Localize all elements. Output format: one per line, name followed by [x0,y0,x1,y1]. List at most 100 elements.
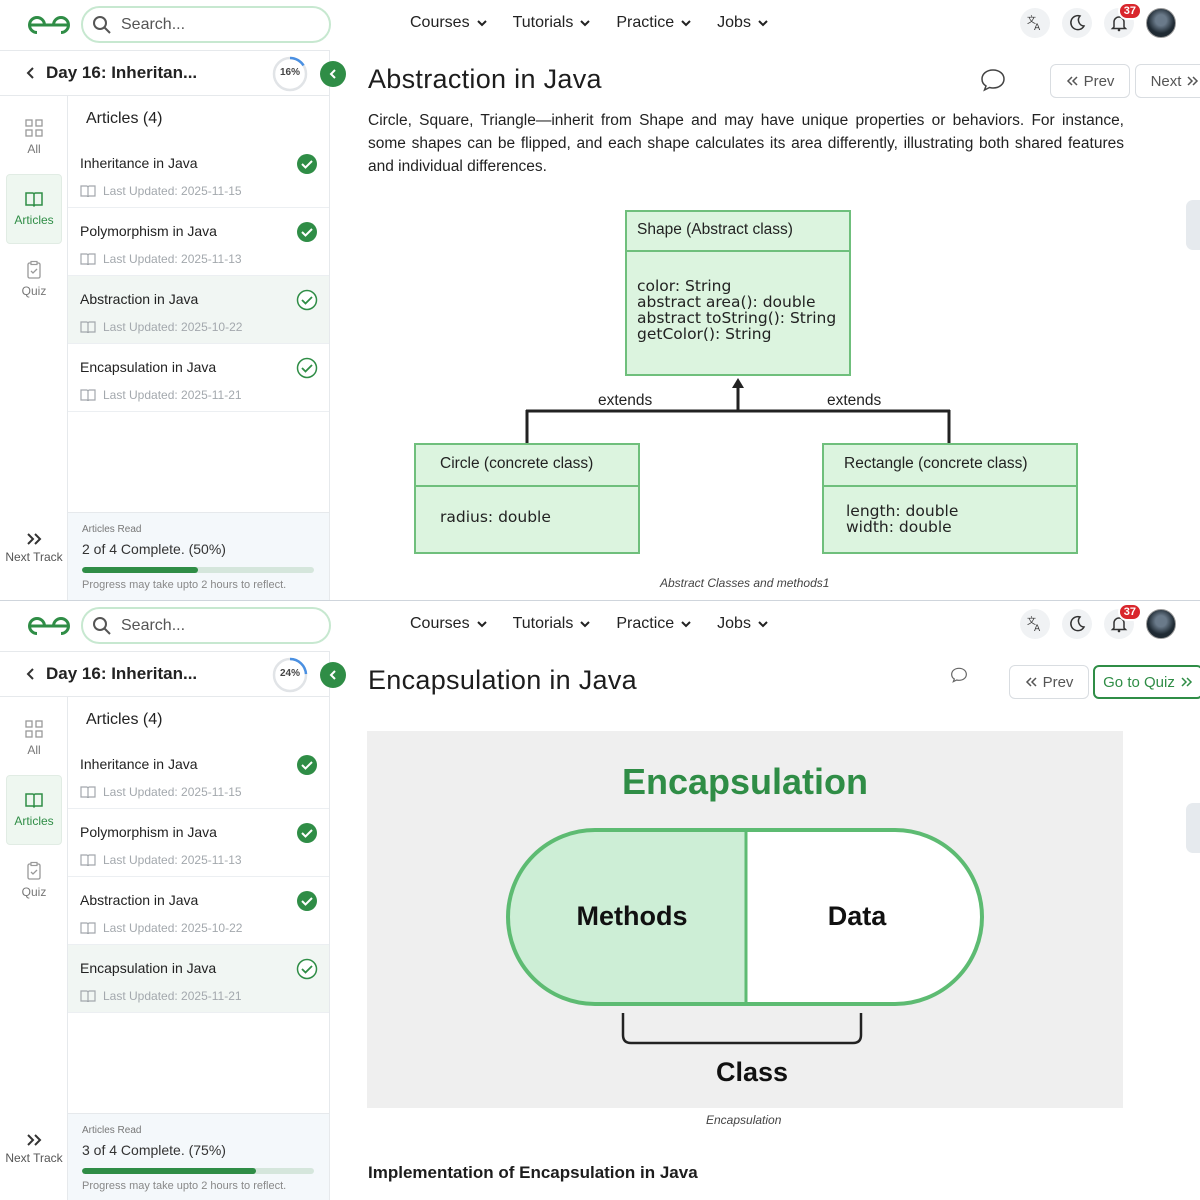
rail-label: Quiz [21,284,47,298]
page-title: Abstraction in Java [368,64,602,94]
theme-toggle[interactable] [1062,8,1092,38]
menu-practice[interactable]: Practice [616,14,692,32]
figure-caption: Abstract Classes and methods1 [660,576,830,590]
articles-read-label: Articles Read [82,524,142,535]
next-track-button[interactable]: Next Track [4,532,64,564]
grid-icon [25,119,43,137]
article-updated: Last Updated: 2025-11-15 [80,184,242,198]
book-icon [80,786,96,798]
menu-practice[interactable]: Practice [616,615,692,633]
rail-item-quiz[interactable]: Quiz [6,246,62,316]
book-icon [80,389,96,401]
notifications-button[interactable]: 37 [1104,603,1142,639]
next-label: Next [1150,72,1182,90]
list-item[interactable]: Polymorphism in Java Last Updated: 2025-… [68,208,329,276]
list-item-current[interactable]: Abstraction in Java Last Updated: 2025-1… [68,276,329,344]
rail-label: Articles [14,814,54,828]
side-scroll-tab[interactable] [1186,200,1200,250]
list-item[interactable]: Inheritance in Java Last Updated: 2025-1… [68,140,329,208]
theme-toggle[interactable] [1062,609,1092,639]
collapse-chevron-icon [329,670,336,680]
course-progress-ring: 16% [272,56,308,92]
avatar[interactable] [1146,609,1176,639]
avatar[interactable] [1146,8,1176,38]
uml-class-members: length: double width: double [846,503,958,535]
intro-paragraph: Circle, Square, Triangle—inherit from Sh… [368,112,1124,175]
prev-button[interactable]: Prev [1050,64,1130,98]
list-item[interactable]: Encapsulation in Java Last Updated: 2025… [68,344,329,412]
uml-member: abstract area(): double [637,293,816,311]
uml-member: color: String [637,277,732,295]
article-updated: Last Updated: 2025-11-21 [80,388,242,402]
collapse-sidebar-button[interactable] [320,662,346,688]
article-updated-text: Last Updated: 2025-11-13 [103,853,242,867]
collapse-sidebar-button[interactable] [320,61,346,87]
prev-button[interactable]: Prev [1009,665,1089,699]
course-day-title[interactable]: Day 16: Inheritan... [46,664,198,683]
rail-item-quiz[interactable]: Quiz [6,847,62,917]
next-track-button[interactable]: Next Track [4,1133,64,1165]
comment-icon[interactable] [950,667,968,683]
double-chevron-icon [27,1134,42,1146]
list-item-current[interactable]: Encapsulation in Java Last Updated: 2025… [68,945,329,1013]
rail-item-articles[interactable]: Articles [6,775,62,845]
article-title: Encapsulation in Java [80,359,217,375]
list-item[interactable]: Inheritance in Java Last Updated: 2025-1… [68,741,329,809]
double-chevron-left-icon [1066,76,1078,86]
search-input[interactable]: Search... [81,6,331,43]
prev-label: Prev [1083,72,1115,90]
collapse-chevron-icon [329,69,336,79]
search-input[interactable]: Search... [81,607,331,644]
figure-caption: Encapsulation [706,1113,782,1127]
course-day-title[interactable]: Day 16: Inheritan... [46,63,198,82]
main-menu: Courses Tutorials Practice Jobs [410,14,769,32]
screenshot-top: Search... Courses Tutorials Practice Job… [0,0,1200,600]
logo-icon[interactable] [24,11,74,39]
list-item[interactable]: Polymorphism in Java Last Updated: 2025-… [68,809,329,877]
menu-courses[interactable]: Courses [410,14,488,32]
menu-tutorials[interactable]: Tutorials [513,14,592,32]
uml-extends-label: extends [827,392,882,409]
comment-icon[interactable] [980,68,1006,92]
encapsulation-figure: Encapsulation Methods Data Class [367,731,1123,1108]
back-chevron-icon[interactable] [24,65,38,81]
menu-label: Jobs [717,615,751,632]
side-scroll-tab[interactable] [1186,803,1200,853]
course-progress-ring: 24% [272,657,308,693]
capsule-methods-label: Methods [576,901,688,931]
article-list: Articles (4) Inheritance in Java Last Up… [68,697,330,1200]
go-to-quiz-button[interactable]: Go to Quiz [1093,665,1200,699]
menu-jobs[interactable]: Jobs [717,615,769,633]
notifications-button[interactable]: 37 [1104,2,1142,38]
rail-item-all[interactable]: All [6,705,62,775]
chevron-down-icon [681,621,691,628]
menu-label: Courses [410,615,470,632]
next-button[interactable]: Next [1135,64,1200,98]
course-progress-percent: 24% [279,668,300,679]
list-item[interactable]: Abstraction in Java Last Updated: 2025-1… [68,877,329,945]
rail-label: Quiz [21,885,47,899]
menu-tutorials[interactable]: Tutorials [513,615,592,633]
rail-item-all[interactable]: All [6,104,62,174]
double-chevron-right-icon [1181,677,1192,687]
articles-read-progress-fill [82,567,198,573]
logo-icon[interactable] [24,612,74,640]
back-chevron-icon[interactable] [24,666,38,682]
article-title: Encapsulation in Java [80,960,217,976]
article-updated-text: Last Updated: 2025-11-21 [103,388,242,402]
menu-label: Practice [616,615,675,632]
menu-jobs[interactable]: Jobs [717,14,769,32]
uml-class-members: radius: double [440,509,551,525]
rail-label: Articles [14,213,54,227]
double-chevron-icon [27,533,42,545]
menu-courses[interactable]: Courses [410,615,488,633]
svg-text:A: A [1034,23,1041,32]
double-chevron-right-icon [1187,76,1199,86]
chevron-down-icon [758,20,768,27]
rail-item-articles[interactable]: Articles [6,174,62,244]
article-updated-text: Last Updated: 2025-11-15 [103,785,242,799]
